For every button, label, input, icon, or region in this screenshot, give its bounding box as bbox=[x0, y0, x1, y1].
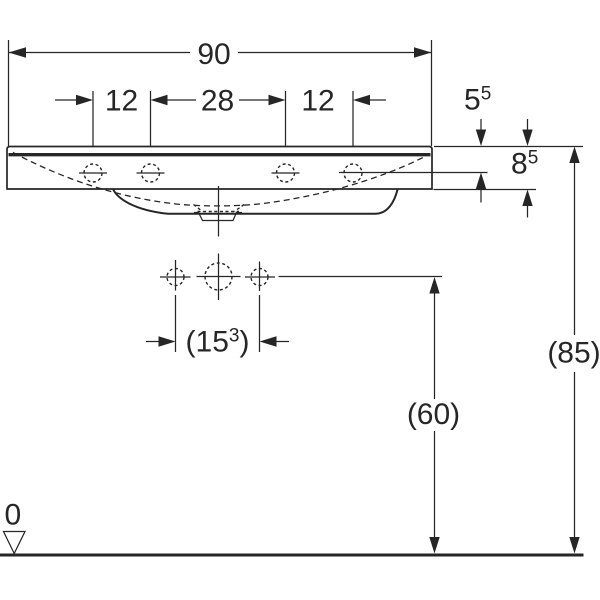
basin-inner-contour bbox=[12, 151, 425, 207]
dim-label-height-to-rim: (85) bbox=[547, 337, 600, 370]
washbasin-front-view bbox=[6, 145, 488, 237]
basin-bowl-outline bbox=[112, 188, 399, 215]
datum-zero-label: 0 bbox=[5, 499, 22, 532]
basin-deck-outline bbox=[6, 145, 433, 190]
dim-label-tap-center: 28 bbox=[201, 85, 234, 118]
dim-height-to-trap: (60) bbox=[278, 275, 460, 554]
dim-apron-height: 85 bbox=[433, 148, 538, 218]
trap-connection-group bbox=[160, 253, 275, 300]
dim-label-tap-right: 12 bbox=[301, 85, 334, 118]
dim-label-trap-spacing: (153) bbox=[186, 326, 250, 359]
dim-overall-width: 90 bbox=[7, 38, 433, 146]
dim-label-apron-height: 85 bbox=[511, 148, 538, 181]
connection-point-icon bbox=[245, 261, 275, 291]
floor-datum: 0 bbox=[0, 499, 584, 557]
dim-label-height-to-trap: (60) bbox=[407, 398, 460, 431]
dim-label-overall-width: 90 bbox=[197, 38, 230, 71]
tap-hole-icon bbox=[136, 163, 165, 183]
datum-triangle-icon bbox=[2, 530, 27, 555]
tap-hole-icon bbox=[271, 163, 300, 183]
drain-icon bbox=[193, 186, 245, 237]
dim-height-to-rim: (85) bbox=[547, 146, 600, 554]
connection-point-icon bbox=[160, 260, 191, 291]
tap-hole-icon bbox=[339, 163, 488, 183]
tap-hole-icon bbox=[79, 163, 107, 183]
trap-outlet-icon bbox=[196, 253, 241, 300]
dim-label-rim-to-taphole: 55 bbox=[464, 84, 491, 117]
dim-label-tap-left: 12 bbox=[105, 85, 138, 118]
dim-trap-spacing: (153) bbox=[146, 295, 289, 359]
dim-rim-to-taphole: 55 bbox=[434, 84, 583, 148]
dim-tap-hole-spacing: 12 28 12 bbox=[55, 85, 386, 187]
